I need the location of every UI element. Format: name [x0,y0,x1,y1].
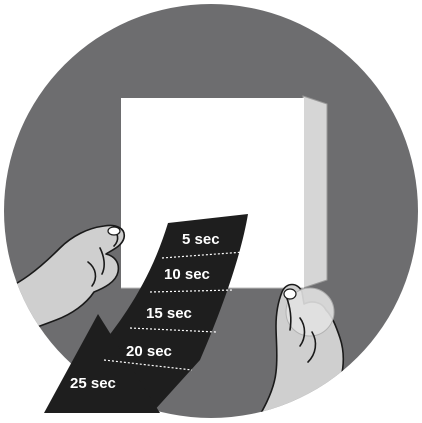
timeline-label-25-sec: 25 sec [70,375,116,392]
timeline-label-5-sec: 5 sec [182,231,220,248]
timeline-label-20-sec: 20 sec [126,343,172,360]
timeline-label-10-sec: 10 sec [164,266,210,283]
timeline-label-15-sec: 15 sec [146,305,192,322]
board-side [303,96,327,288]
